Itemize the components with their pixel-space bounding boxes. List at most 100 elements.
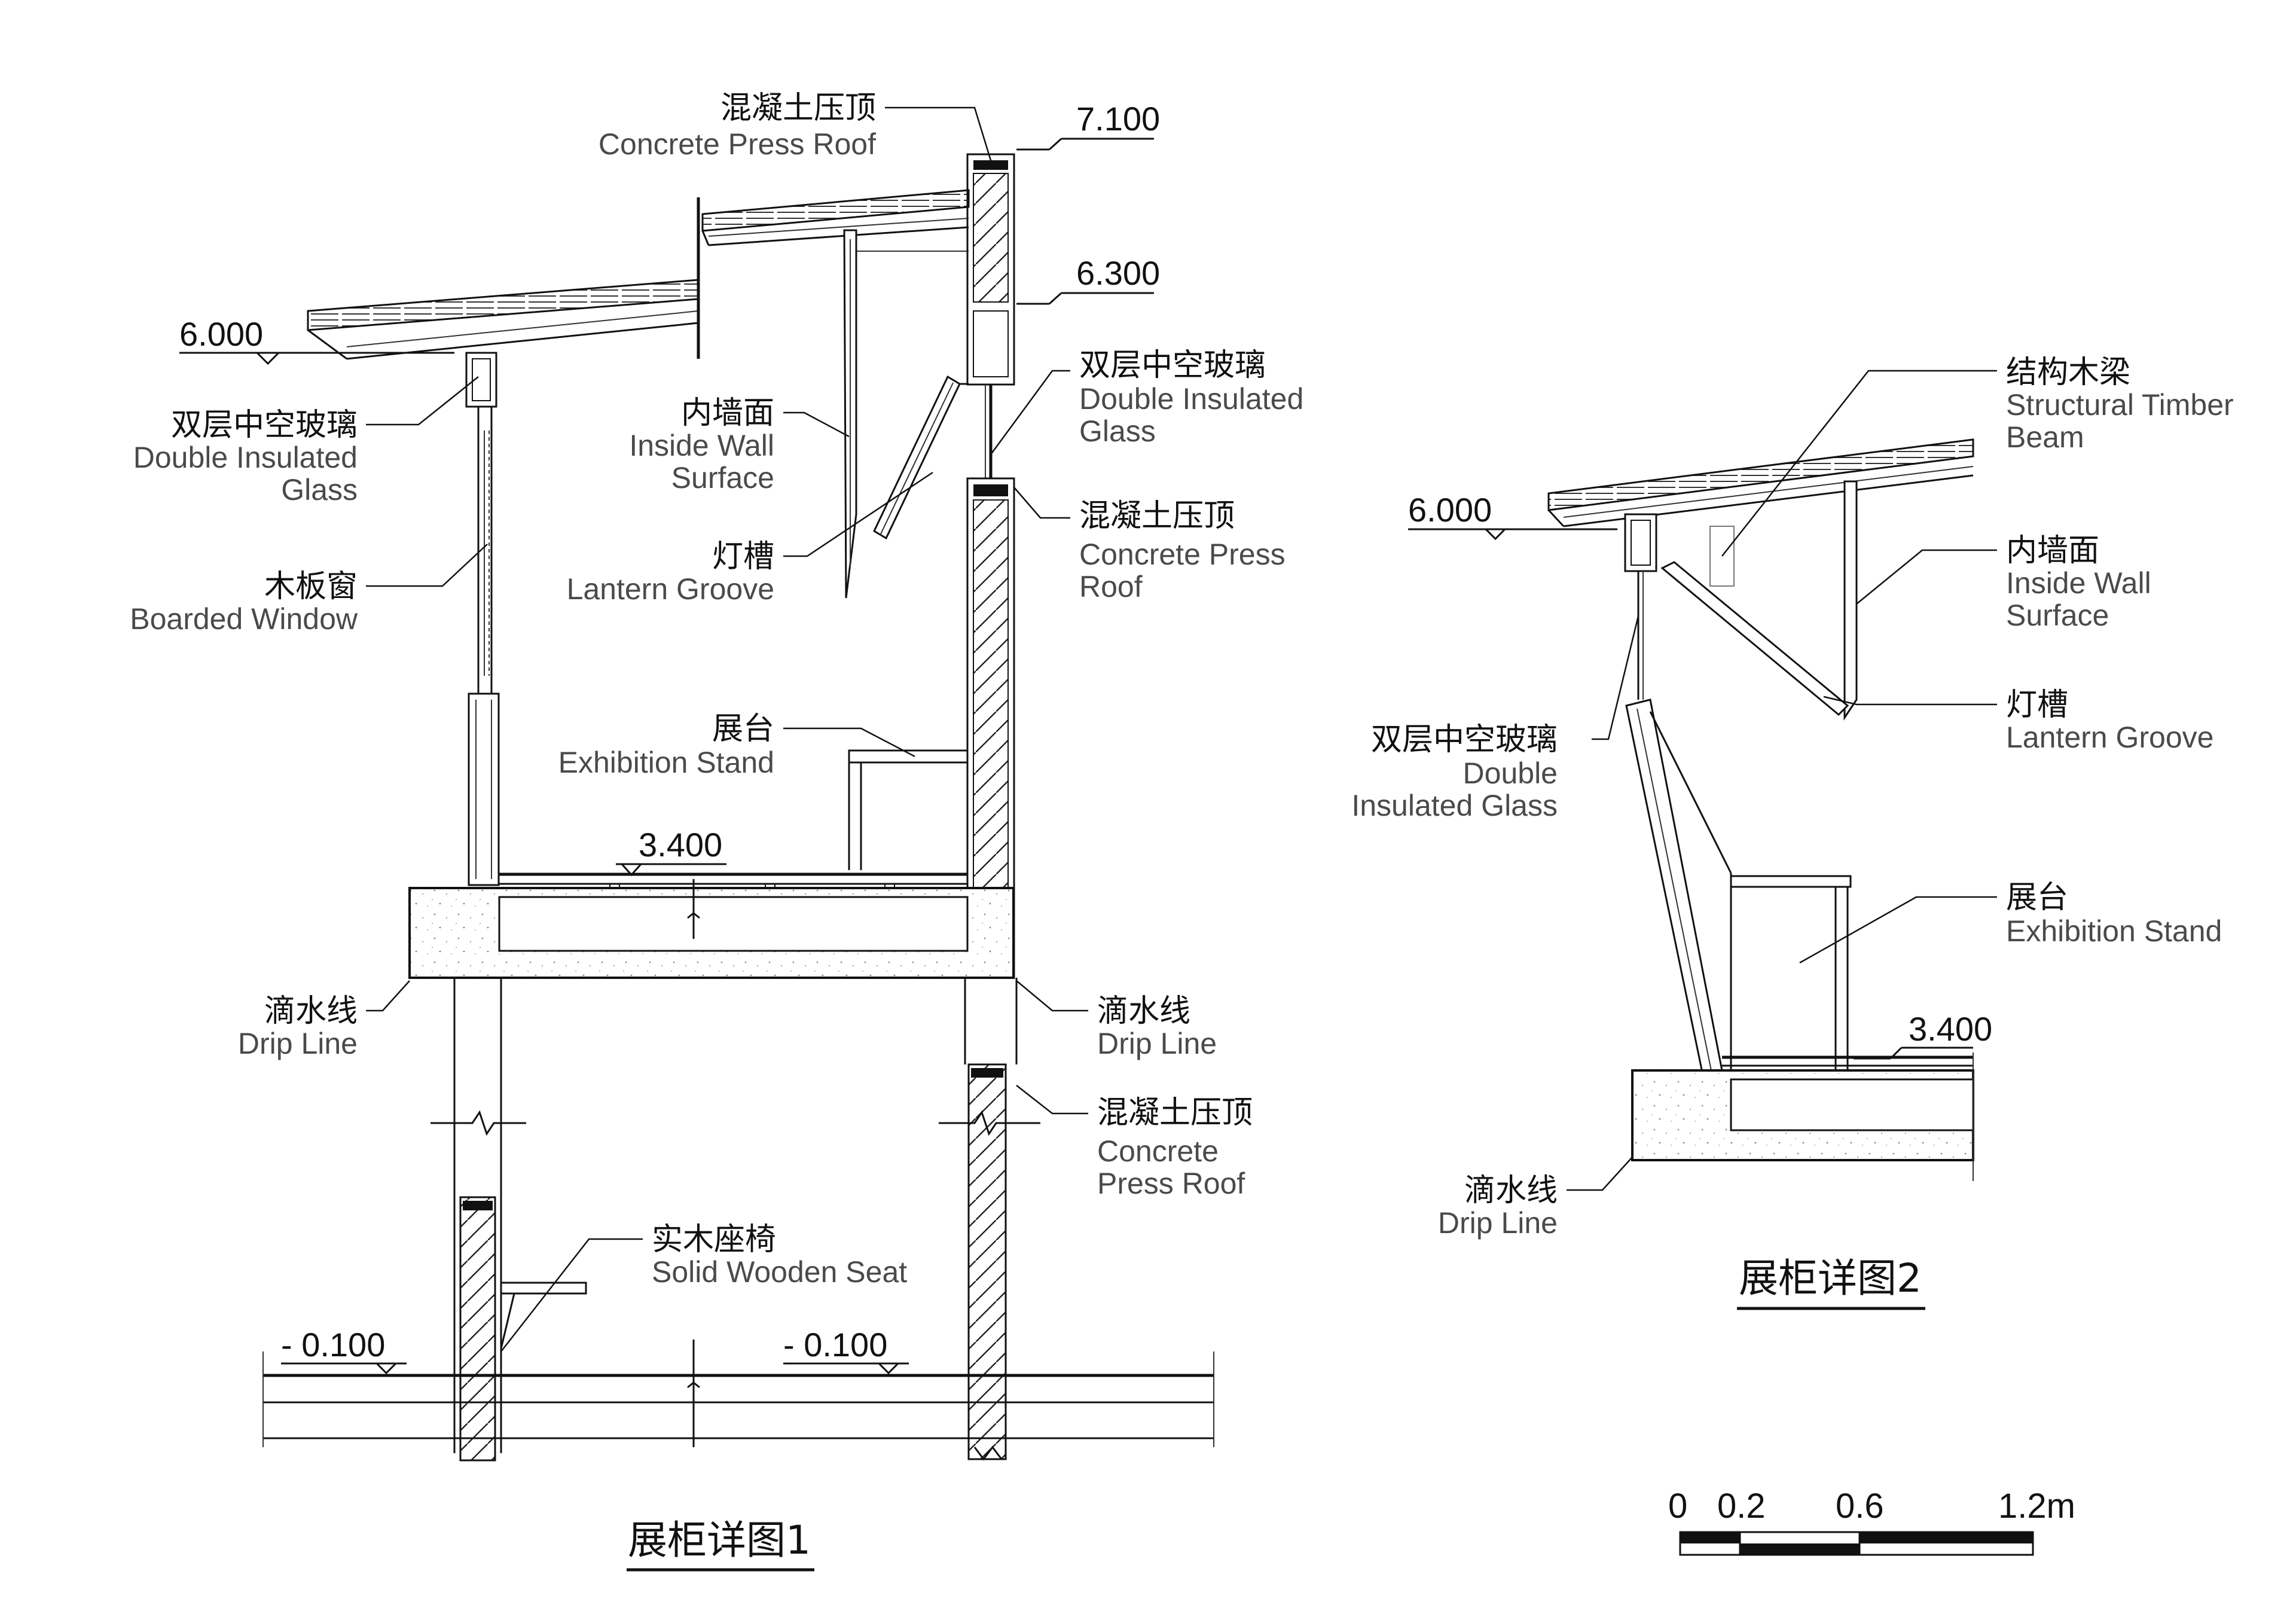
gutter-frame-2 <box>1624 513 1657 700</box>
svg-text:Double Insulated: Double Insulated <box>1079 382 1303 416</box>
scale-tick-0-2: 0.2 <box>1717 1487 1766 1526</box>
svg-text:实木座椅: 实木座椅 <box>652 1222 776 1258</box>
scale-tick-0: 0 <box>1668 1487 1687 1526</box>
svg-text:Drip Line: Drip Line <box>1438 1206 1558 1240</box>
label-drip-line-d2: 滴水线 Drip Line <box>1438 1157 1633 1240</box>
scale-tick-0-6: 0.6 <box>1836 1487 1884 1526</box>
left-lower-column <box>430 978 526 1462</box>
label-double-glass-right: 双层中空玻璃 Double Insulated Glass <box>990 347 1303 455</box>
svg-text:Concrete Press Roof: Concrete Press Roof <box>599 127 876 161</box>
scale-tick-1-2m: 1.2m <box>1998 1487 2075 1526</box>
svg-text:内墙面: 内墙面 <box>681 395 774 431</box>
floor-slab-1 <box>408 872 1015 979</box>
svg-text:Press Roof: Press Roof <box>1097 1167 1245 1200</box>
label-drip-line-left: 滴水线 Drip Line <box>238 980 410 1060</box>
right-wall-upper <box>966 153 1015 386</box>
roof-2 <box>1547 438 1974 527</box>
svg-text:3.400: 3.400 <box>639 826 722 864</box>
level-6000: 6.000 <box>179 315 454 365</box>
svg-text:Concrete Press: Concrete Press <box>1079 538 1286 571</box>
svg-text:- 0.100: - 0.100 <box>783 1326 887 1363</box>
label-concrete-press-roof-top: 混凝土压顶 Concrete Press Roof <box>599 90 994 167</box>
svg-text:滴水线: 滴水线 <box>1097 993 1190 1029</box>
svg-text:滴水线: 滴水线 <box>1464 1173 1558 1209</box>
label-double-glass-left: 双层中空玻璃 Double Insulated Glass <box>133 376 479 507</box>
label-timber-beam: 结构木梁 Structural Timber Beam <box>1721 355 2234 557</box>
svg-text:Exhibition Stand: Exhibition Stand <box>558 746 774 779</box>
svg-text:混凝土压顶: 混凝土压顶 <box>1079 498 1235 534</box>
roof-upper <box>701 189 970 252</box>
svg-text:内墙面: 内墙面 <box>2006 533 2099 569</box>
svg-text:双层中空玻璃: 双层中空玻璃 <box>1371 722 1558 758</box>
svg-text:Inside Wall: Inside Wall <box>2006 566 2151 600</box>
level-3400: 3.400 <box>616 826 726 877</box>
svg-text:灯槽: 灯槽 <box>712 539 774 575</box>
right-lower-column <box>939 978 1040 1461</box>
svg-text:木板窗: 木板窗 <box>264 569 358 605</box>
svg-text:Exhibition Stand: Exhibition Stand <box>2006 914 2222 948</box>
label-drip-line-right: 滴水线 Drip Line <box>1016 980 1217 1060</box>
svg-text:Double Insulated: Double Insulated <box>133 441 358 474</box>
svg-text:双层中空玻璃: 双层中空玻璃 <box>1079 347 1266 383</box>
detail-2-title: 展柜详图2 <box>1737 1255 1925 1310</box>
svg-text:滴水线: 滴水线 <box>264 993 358 1029</box>
svg-text:Concrete: Concrete <box>1097 1134 1219 1168</box>
svg-text:6.000: 6.000 <box>1408 491 1492 529</box>
level-6300: 6.300 <box>1016 254 1160 305</box>
svg-text:混凝土压顶: 混凝土压顶 <box>720 90 876 126</box>
roof-lower <box>307 197 700 360</box>
level-ground-left: - 0.100 <box>281 1326 407 1375</box>
svg-text:Lantern Groove: Lantern Groove <box>2006 721 2213 754</box>
label-inside-wall-d2: 内墙面 Inside Wall Surface <box>1856 533 2151 632</box>
label-lantern-groove: 灯槽 Lantern Groove <box>567 471 933 606</box>
svg-text:结构木梁: 结构木梁 <box>2006 355 2130 391</box>
svg-text:3.400: 3.400 <box>1909 1010 1992 1048</box>
floor-slab-2 <box>1631 1052 1974 1181</box>
left-window-column <box>465 352 500 886</box>
exhibition-stand-1 <box>848 749 969 870</box>
slanted-glass-2 <box>1625 698 1732 1076</box>
lantern-groove-frame <box>873 375 969 540</box>
label-exhibition-stand: 展台 Exhibition Stand <box>558 711 915 779</box>
detail-1-section: 6.000 7.100 6.300 3.400 - 0.100 - 0. <box>130 90 1303 1572</box>
svg-text:双层中空玻璃: 双层中空玻璃 <box>171 407 358 443</box>
label-inside-wall: 内墙面 Inside Wall Surface <box>629 395 850 495</box>
svg-text:Boarded Window: Boarded Window <box>130 602 358 636</box>
label-concrete-press-roof-low: 混凝土压顶 Concrete Press Roof <box>1016 1085 1253 1200</box>
label-exhibition-stand-d2: 展台 Exhibition Stand <box>1799 880 2222 964</box>
svg-text:Insulated Glass: Insulated Glass <box>1351 789 1558 822</box>
svg-text:Surface: Surface <box>2006 599 2109 632</box>
svg-text:Solid Wooden Seat: Solid Wooden Seat <box>652 1255 907 1289</box>
inside-wall-finish <box>843 229 857 599</box>
svg-text:Beam: Beam <box>2006 420 2084 454</box>
level-7100: 7.100 <box>1016 100 1160 151</box>
label-wooden-seat: 实木座椅 Solid Wooden Seat <box>500 1222 907 1352</box>
svg-text:Lantern Groove: Lantern Groove <box>567 572 774 606</box>
level-ground-right: - 0.100 <box>783 1326 909 1375</box>
svg-text:7.100: 7.100 <box>1076 100 1160 138</box>
exhibition-stand-2 <box>1730 875 1852 1070</box>
wooden-seat <box>500 1282 587 1349</box>
detail-2-section: 6.000 3.400 结构木梁 Structural Timber Beam … <box>1351 355 2234 1310</box>
svg-text:- 0.100: - 0.100 <box>281 1326 385 1363</box>
inside-wall-2 <box>1660 480 1858 721</box>
svg-text:Double: Double <box>1463 756 1558 790</box>
svg-text:Roof: Roof <box>1079 570 1143 603</box>
svg-text:混凝土压顶: 混凝土压顶 <box>1097 1095 1253 1131</box>
svg-text:Glass: Glass <box>1079 414 1156 448</box>
svg-text:Surface: Surface <box>671 461 774 495</box>
svg-text:灯槽: 灯槽 <box>2006 687 2068 723</box>
level-3400-d2: 3.400 <box>1854 1010 1992 1060</box>
svg-text:6.000: 6.000 <box>179 315 263 353</box>
svg-text:Drip Line: Drip Line <box>238 1027 358 1060</box>
svg-text:展柜详图1: 展柜详图1 <box>628 1517 811 1563</box>
label-lantern-groove-d2: 灯槽 Lantern Groove <box>1823 687 2213 754</box>
svg-text:Glass: Glass <box>281 473 358 507</box>
svg-text:Inside Wall: Inside Wall <box>629 429 774 462</box>
level-6000-d2: 6.000 <box>1408 491 1617 541</box>
detail-1-title: 展柜详图1 <box>627 1517 814 1572</box>
label-double-glass-d2: 双层中空玻璃 Double Insulated Glass <box>1351 615 1639 822</box>
label-concrete-press-roof-mid: 混凝土压顶 Concrete Press Roof <box>1013 487 1286 603</box>
svg-text:展台: 展台 <box>2006 880 2068 916</box>
